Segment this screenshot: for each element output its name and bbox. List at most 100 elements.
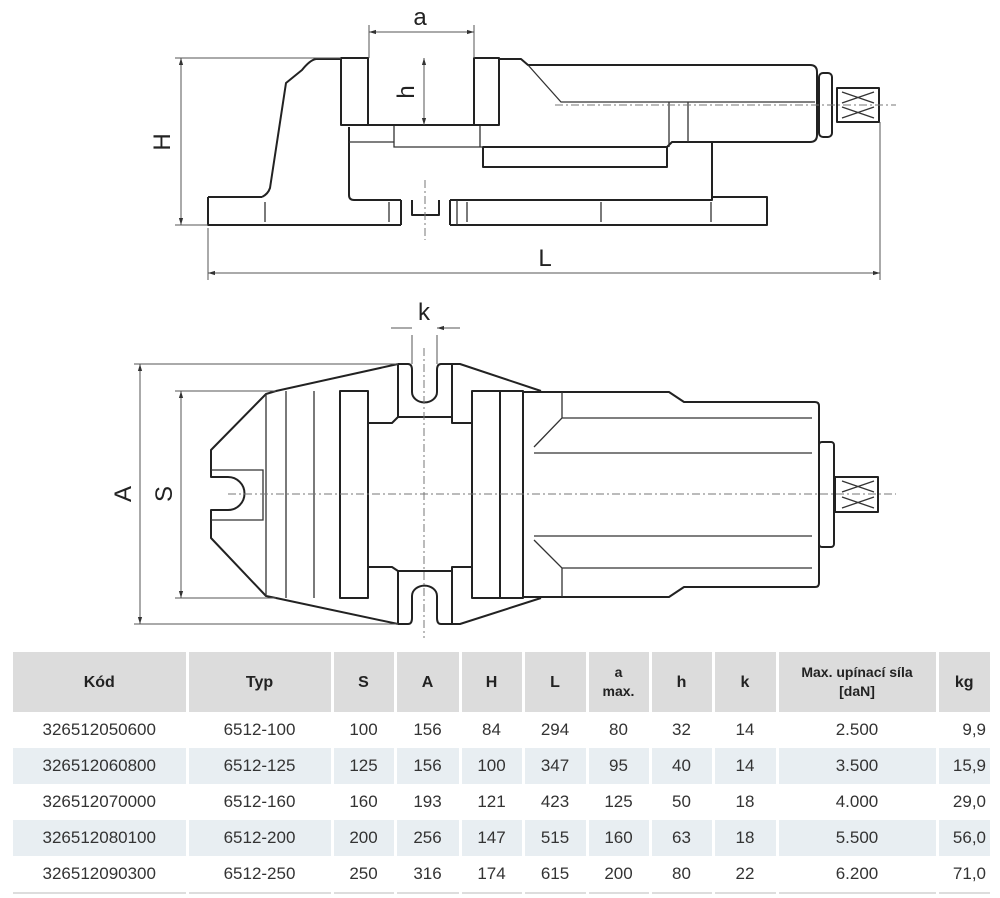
header-max-force: Max. upínací síla [daN]	[777, 652, 939, 712]
label-S: S	[151, 486, 178, 502]
header-a-line2: max.	[602, 683, 635, 699]
label-H: H	[149, 133, 176, 150]
body-ribs	[533, 392, 812, 597]
cell-a-max: 160	[587, 820, 652, 856]
base-lines	[264, 200, 712, 225]
cell-max-force: 4.000	[777, 784, 939, 820]
cell-k: 22	[713, 856, 779, 894]
cell-S: 200	[332, 820, 397, 856]
cell-typ: 6512-100	[187, 712, 334, 748]
cell-typ: 6512-160	[187, 784, 334, 820]
spindle-housing	[482, 58, 818, 168]
cell-A: 156	[395, 748, 462, 784]
cell-H: 121	[460, 784, 525, 820]
cell-L: 423	[523, 784, 589, 820]
cell-max-force: 3.500	[777, 748, 939, 784]
cell-L: 347	[523, 748, 589, 784]
header-force-line2: [daN]	[839, 683, 875, 699]
label-L: L	[538, 245, 551, 272]
header-H: H	[460, 652, 525, 712]
lower-notch	[398, 584, 542, 625]
left-slot-line	[211, 469, 264, 521]
cell-H: 84	[460, 712, 525, 748]
fixed-jaw	[340, 57, 369, 126]
label-A: A	[110, 486, 137, 502]
k-extension-lines	[411, 335, 438, 364]
header-h: h	[650, 652, 715, 712]
cell-H: 147	[460, 820, 525, 856]
cell-h: 50	[650, 784, 715, 820]
header-a-line1: a	[614, 664, 623, 680]
cell-typ: 6512-200	[187, 820, 334, 856]
cell-a-max: 200	[587, 856, 652, 894]
header-typ: Typ	[187, 652, 334, 712]
cell-kg: 15,9	[937, 748, 990, 784]
cell-typ: 6512-125	[187, 748, 334, 784]
cell-L: 515	[523, 820, 589, 856]
cell-kod: 326512060800	[13, 748, 189, 784]
cell-S: 125	[332, 748, 397, 784]
cell-A: 256	[395, 820, 462, 856]
side-view: a h H L	[149, 4, 896, 280]
cell-A: 316	[395, 856, 462, 894]
cell-k: 18	[713, 784, 779, 820]
cell-kg: 9,9	[962, 720, 986, 739]
upper-notch	[398, 363, 542, 404]
header-kod: Kód	[13, 652, 189, 712]
cell-k: 14	[713, 712, 779, 748]
cell-L: 294	[523, 712, 589, 748]
cell-h: 40	[650, 748, 715, 784]
header-kg: kg	[937, 652, 990, 712]
cell-h: 32	[650, 712, 715, 748]
cell-kod: 326512080100	[13, 820, 189, 856]
cell-a-max: 80	[587, 712, 652, 748]
cell-a-max: 125	[587, 784, 652, 820]
cell-kod: 326512090300	[13, 856, 189, 894]
header-S: S	[332, 652, 397, 712]
cell-kg: 29,0	[952, 792, 986, 811]
cell-kg: 71,0	[937, 856, 990, 894]
cell-a-max: 95	[587, 748, 652, 784]
table-header-row: Kód Typ S A H L a max. h k Max. upínací s…	[13, 652, 990, 712]
header-a-max: a max.	[587, 652, 652, 712]
cell-k: 14	[713, 748, 779, 784]
cell-A: 193	[395, 784, 462, 820]
slide-body	[348, 127, 713, 201]
cell-k: 18	[713, 820, 779, 856]
vise-technical-drawing: a h H L k A S	[110, 4, 896, 638]
header-k: k	[713, 652, 779, 712]
cell-kg: 56,0	[937, 820, 990, 856]
housing-diagonal	[527, 64, 815, 147]
cell-S: 160	[332, 784, 397, 820]
header-force-line1: Max. upínací síla	[801, 664, 913, 680]
fixed-jaw-column	[261, 58, 341, 198]
header-L: L	[523, 652, 589, 712]
hex-marks	[841, 91, 875, 119]
base-plate	[207, 196, 768, 226]
cell-max-force: 2.500	[777, 712, 939, 748]
cell-L: 615	[523, 856, 589, 894]
cell-typ: 6512-250	[187, 856, 334, 894]
label-h: h	[393, 85, 420, 98]
cell-A: 156	[395, 712, 462, 748]
cell-S: 250	[332, 856, 397, 894]
notch-blocks	[368, 364, 472, 624]
moving-jaw	[473, 57, 500, 126]
cell-H: 174	[460, 856, 525, 894]
hex-marks-top	[841, 480, 875, 509]
specification-table: Kód Typ S A H L a max. h k Max. upínací s…	[13, 652, 990, 894]
cell-max-force: 5.500	[777, 820, 939, 856]
H-extension-lines	[175, 57, 341, 226]
label-k: k	[418, 299, 431, 326]
cell-h: 63	[650, 820, 715, 856]
cell-H: 100	[460, 748, 525, 784]
cell-kod: 326512070000	[13, 784, 189, 820]
header-A: A	[395, 652, 462, 712]
cell-kod: 326512050600	[13, 712, 189, 748]
jaw-plates-left	[265, 391, 315, 598]
